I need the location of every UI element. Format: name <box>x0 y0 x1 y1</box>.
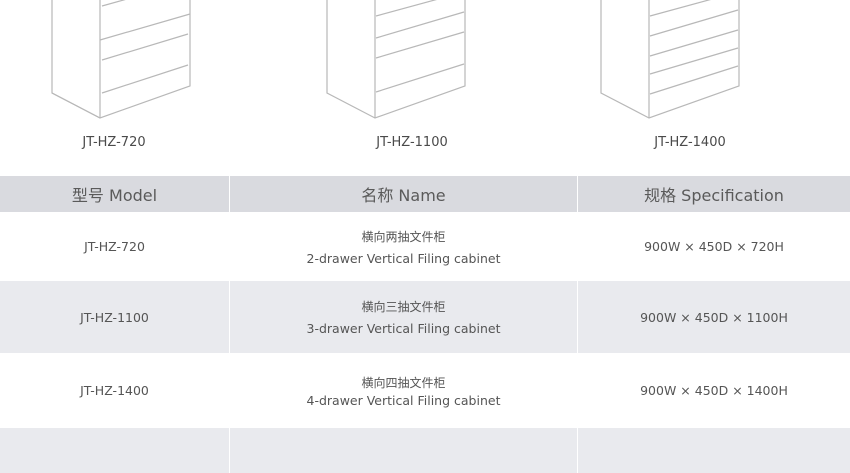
table-row: JT-HZ-1100 横向三抽文件柜 3-drawer Vertical Fil… <box>0 281 850 353</box>
cell-model: JT-HZ-1100 <box>80 309 149 325</box>
table-row-empty <box>0 428 850 473</box>
name-cn: 横向两抽文件柜 <box>361 229 446 244</box>
cabinet-label-720: JT-HZ-720 <box>82 135 146 150</box>
name-en: 3-drawer Vertical Filing cabinet <box>306 321 501 336</box>
name-cn: 横向三抽文件柜 <box>361 300 446 314</box>
cell-spec: 900W × 450D × 1100H <box>640 309 788 325</box>
cell-name: 横向两抽文件柜 2-drawer Vertical Filing cabinet <box>229 214 578 279</box>
header-name: 名称 Name <box>229 176 578 212</box>
table-row: JT-HZ-1400 横向四抽文件柜 4-drawer Vertical Fil… <box>0 355 850 426</box>
cell-model: JT-HZ-1400 <box>80 383 149 398</box>
cell-spec: 900W × 450D × 1400H <box>640 383 788 398</box>
cell-spec: 900W × 450D × 720H <box>644 239 784 254</box>
cabinet-illustration-720 <box>51 0 191 119</box>
cabinet-label-1100: JT-HZ-1100 <box>376 135 448 150</box>
cell-name: 横向四抽文件柜 4-drawer Vertical Filing cabinet <box>229 355 578 426</box>
table-header: 型号 Model 名称 Name 规格 Specification <box>0 176 850 212</box>
header-spec: 规格 Specification <box>644 186 784 205</box>
cabinet-label-1400: JT-HZ-1400 <box>654 135 726 150</box>
cabinet-illustration-1400 <box>600 0 740 119</box>
name-cn: 横向四抽文件柜 <box>361 375 446 390</box>
table-row: JT-HZ-720 横向两抽文件柜 2-drawer Vertical Fili… <box>0 214 850 279</box>
name-en: 4-drawer Vertical Filing cabinet <box>306 392 501 408</box>
cabinet-illustration-1100 <box>326 0 466 119</box>
cell-name: 横向三抽文件柜 3-drawer Vertical Filing cabinet <box>229 281 578 353</box>
cabinet-illustrations <box>51 0 740 119</box>
name-en: 2-drawer Vertical Filing cabinet <box>306 250 501 266</box>
header-model: 型号 Model <box>71 186 158 205</box>
cell-model: JT-HZ-720 <box>84 239 145 254</box>
